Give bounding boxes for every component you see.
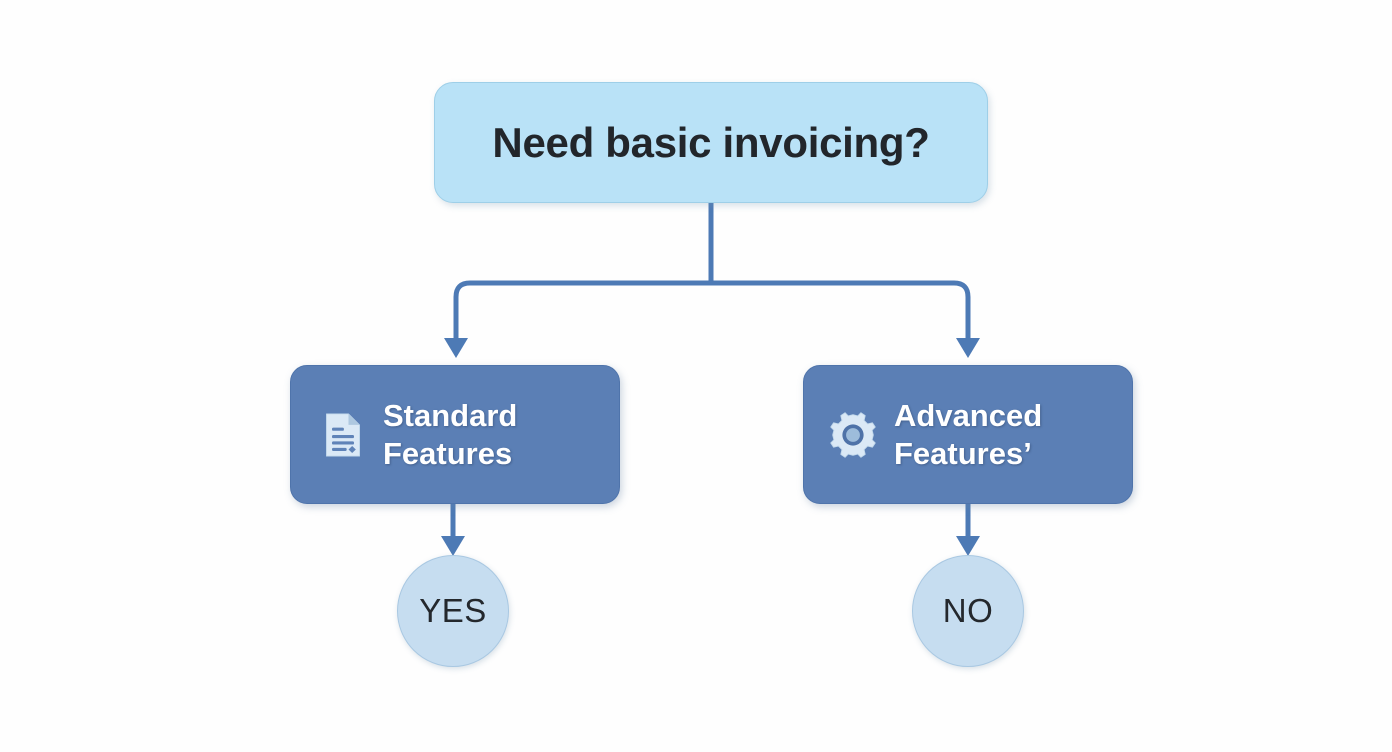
connector-to-standard [453,280,714,343]
gear-icon [829,409,877,461]
arrowhead-to-yes [441,536,465,556]
arrowhead-to-standard [444,338,468,358]
connector-to-advanced [708,280,971,343]
process-node-standard[interactable]: Standard Features [290,365,620,504]
decision-node[interactable]: Need basic invoicing? [434,82,988,203]
arrowhead-to-no [956,536,980,556]
process-node-advanced-label: Advanced Features’ [894,397,1043,471]
arrowhead-to-advanced [956,338,980,358]
terminal-node-yes[interactable]: YES [397,555,509,667]
process-node-standard-label: Standard Features [383,397,518,471]
document-icon [319,409,367,461]
terminal-node-no-label: NO [942,592,994,629]
terminal-node-no[interactable]: NO [912,555,1024,667]
decision-node-label: Need basic invoicing? [492,118,930,166]
terminal-node-yes-label: YES [419,592,487,629]
process-node-advanced[interactable]: Advanced Features’ [803,365,1133,504]
